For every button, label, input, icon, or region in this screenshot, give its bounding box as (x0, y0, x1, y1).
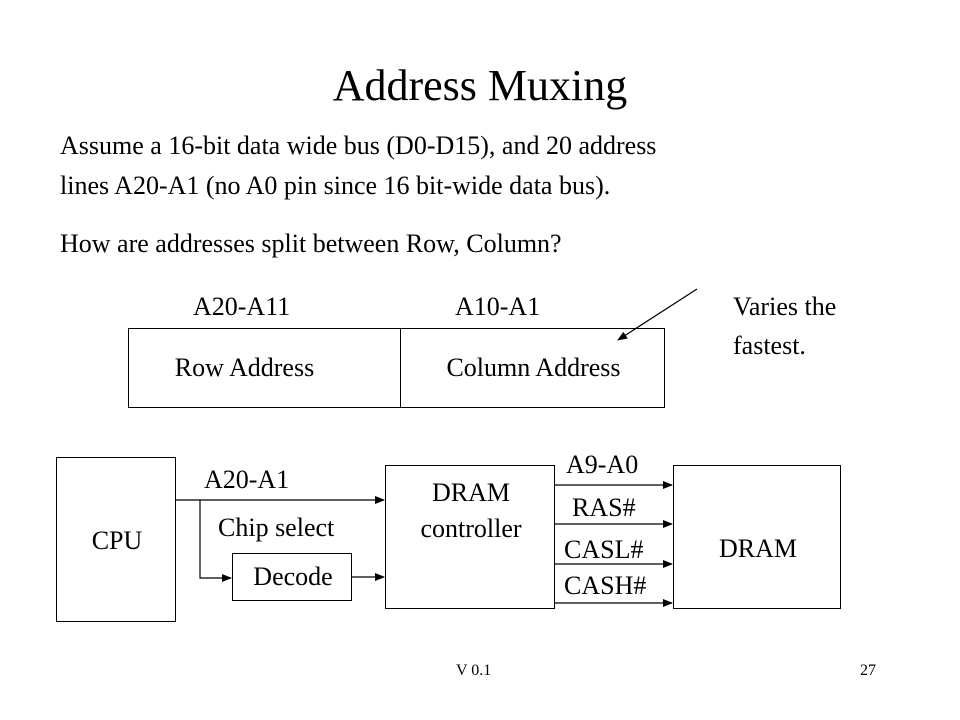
paragraph-question: How are addresses split between Row, Col… (60, 229, 562, 258)
note-line2: fastest. (733, 331, 806, 360)
note-line1: Varies the (733, 292, 837, 321)
cpu-block: CPU (56, 457, 176, 622)
row-address-label: Row Address (174, 353, 315, 382)
note-pointer-arrow (617, 288, 698, 341)
signal-ras-label: RAS# (572, 493, 636, 522)
slide-title: Address Muxing (332, 61, 628, 110)
cpu-label: CPU (91, 526, 143, 555)
bus-label: A20-A1 (204, 465, 290, 494)
signal-cash-label: CASH# (564, 571, 647, 600)
row-range-label: A20-A11 (193, 292, 291, 321)
dram-block: DRAM (673, 465, 841, 609)
dram-controller-label-line2: controller (420, 514, 522, 543)
page-number: 27 (860, 662, 876, 679)
signal-casl-label: CASL# (564, 535, 644, 564)
dram-controller-block: DRAM controller (385, 465, 555, 609)
column-range-label: A10-A1 (455, 292, 541, 321)
dram-controller-label-line1: DRAM (431, 478, 510, 507)
chip-select-label: Chip select (218, 513, 335, 542)
paragraph-assumption-line1: Assume a 16-bit data wide bus (D0-D15), … (60, 131, 657, 160)
version-label: V 0.1 (456, 662, 492, 679)
column-address-label: Column Address (446, 353, 621, 382)
signal-a9-a0-label: A9-A0 (566, 450, 639, 479)
decode-block: Decode (232, 553, 352, 601)
chip-select-arrow (199, 500, 232, 582)
dram-label: DRAM (718, 534, 797, 563)
column-address-field: Column Address (400, 328, 665, 408)
decode-label: Decode (253, 562, 333, 591)
row-address-field: Row Address (128, 328, 401, 408)
paragraph-assumption-line2: lines A20-A1 (no A0 pin since 16 bit-wid… (60, 171, 611, 200)
